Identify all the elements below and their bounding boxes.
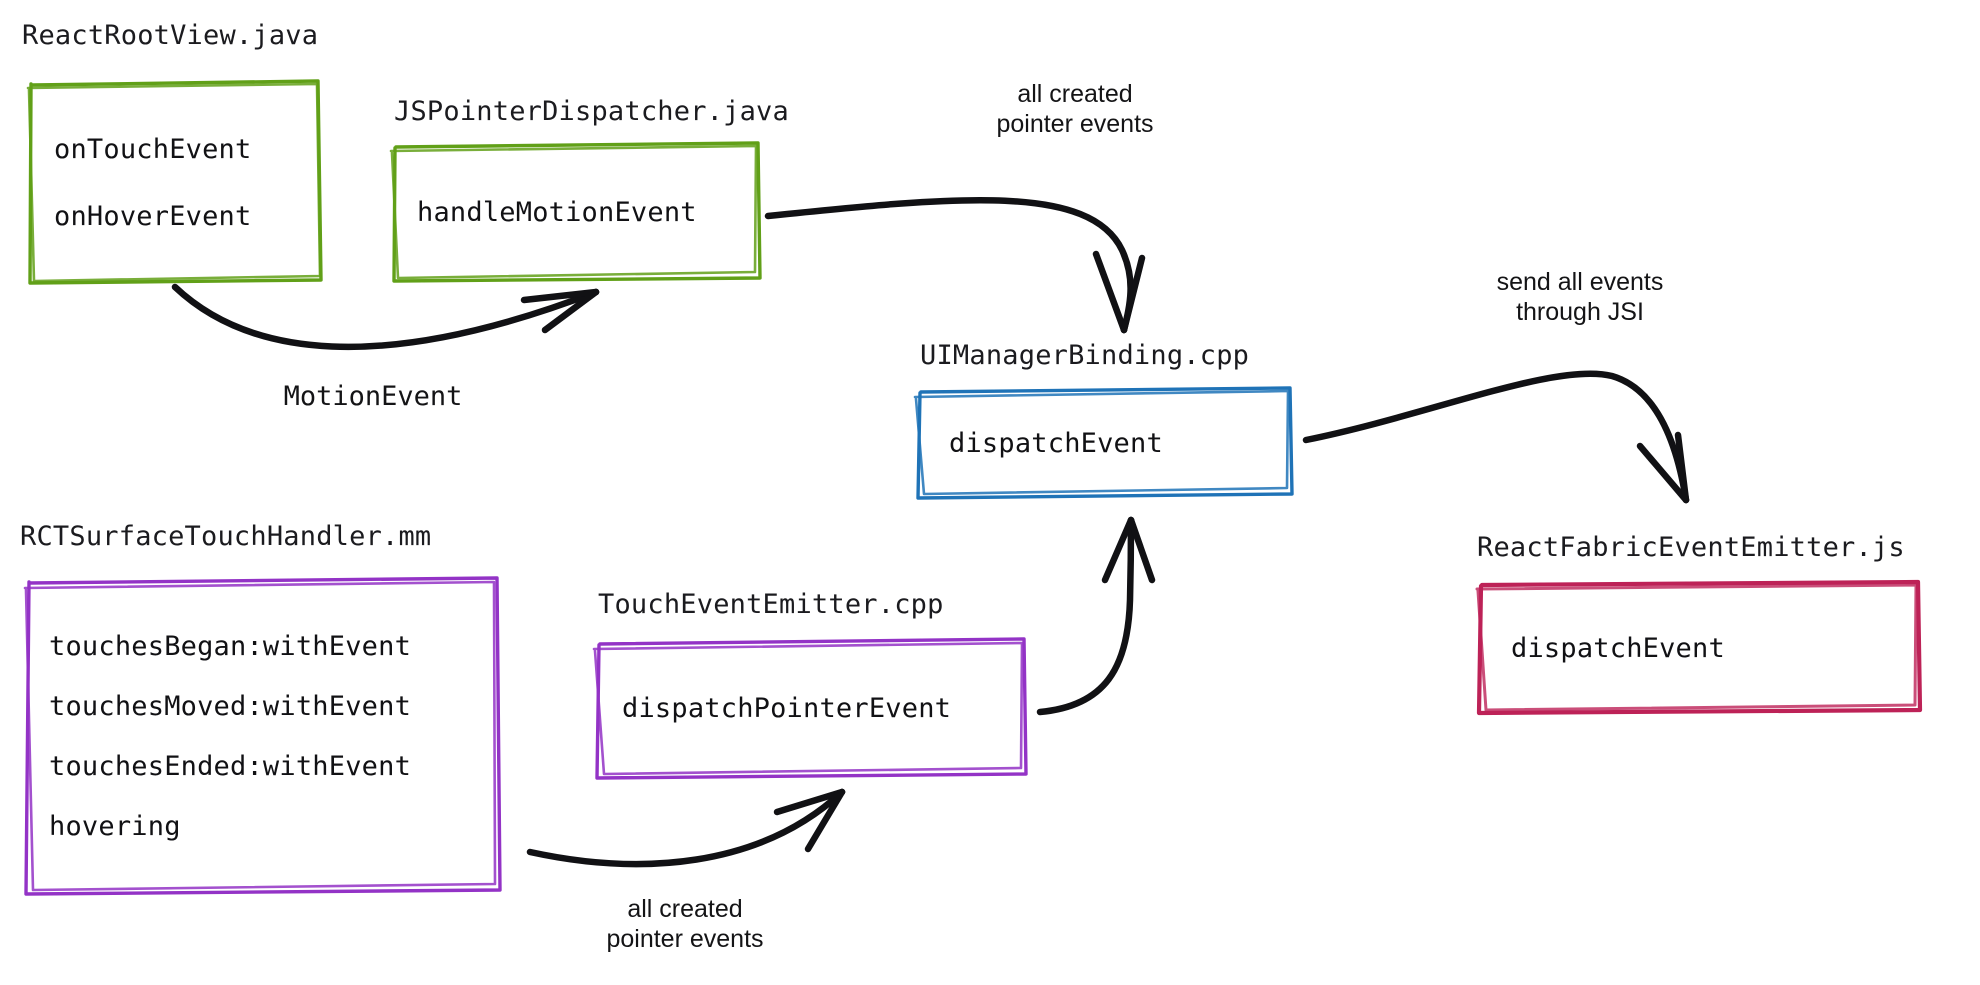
- node-label-touch-event-emitter: TouchEventEmitter.cpp: [598, 589, 944, 620]
- arrow-motion-event: [171, 283, 600, 351]
- arrow-ios-pointer-events: [526, 788, 846, 868]
- node-line: onTouchEvent: [54, 133, 252, 165]
- arrow-android-pointer-events: [764, 196, 1146, 334]
- node-line: dispatchEvent: [1511, 632, 1725, 664]
- edge-label-android-pointer-events: all created pointer events: [996, 80, 1154, 138]
- node-touch-event-emitter[interactable]: dispatchPointerEvent: [594, 639, 1026, 778]
- node-react-root-view[interactable]: onTouchEvent onHoverEvent: [28, 81, 322, 284]
- node-line: touchesEnded:withEvent: [49, 751, 412, 782]
- edge-label-jsi: send all events through JSI: [1496, 268, 1664, 326]
- edge-label-ios-pointer-events: all created pointer events: [606, 895, 764, 953]
- edge-label-motion-event: MotionEvent: [283, 381, 463, 412]
- node-label-js-pointer-dispatcher: JSPointerDispatcher.java: [394, 96, 789, 127]
- node-line: dispatchPointerEvent: [622, 693, 952, 724]
- node-line: onHoverEvent: [54, 200, 252, 232]
- node-line: hovering: [49, 811, 181, 842]
- node-label-ui-manager-binding: UIManagerBinding.cpp: [920, 340, 1250, 371]
- node-rct-surface-touch-handler[interactable]: touchesBegan:withEvent touchesMoved:with…: [25, 578, 501, 895]
- arrow-jsi: [1302, 370, 1690, 504]
- node-label-react-root-view: ReactRootView.java: [22, 20, 319, 51]
- arrow-touch-to-binding: [1036, 516, 1156, 716]
- node-line: handleMotionEvent: [417, 197, 697, 228]
- node-label-react-fabric-event-emitter: ReactFabricEventEmitter.js: [1477, 532, 1905, 563]
- node-js-pointer-dispatcher[interactable]: handleMotionEvent: [391, 143, 761, 282]
- node-ui-manager-binding[interactable]: dispatchEvent: [915, 388, 1293, 499]
- node-line: touchesMoved:withEvent: [49, 691, 412, 722]
- node-line: dispatchEvent: [949, 428, 1163, 459]
- node-react-fabric-event-emitter[interactable]: dispatchEvent: [1477, 582, 1921, 714]
- node-label-rct-surface-touch-handler: RCTSurfaceTouchHandler.mm: [20, 521, 432, 552]
- node-line: touchesBegan:withEvent: [49, 631, 412, 662]
